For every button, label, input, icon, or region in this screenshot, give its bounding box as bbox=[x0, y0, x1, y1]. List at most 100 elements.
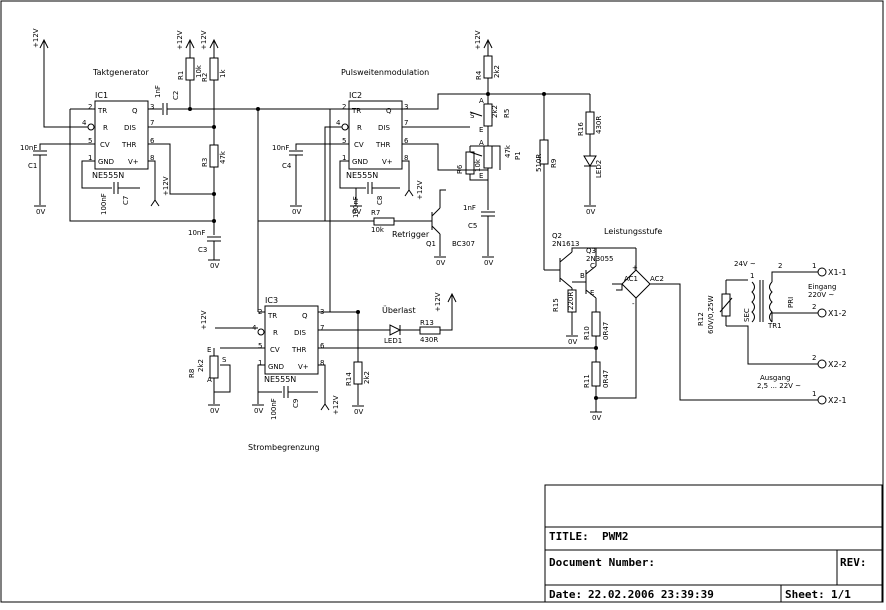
date-label: Date: bbox=[549, 588, 582, 601]
ground-symbols: 0V 0V 0V 0V 0V 0V 0V 0V 0V 0V 0V 0V bbox=[34, 205, 602, 422]
svg-text:Q1: Q1 bbox=[426, 240, 436, 248]
svg-text:Q3: Q3 bbox=[586, 247, 596, 255]
svg-text:1: 1 bbox=[88, 154, 92, 162]
svg-text:0V: 0V bbox=[592, 414, 601, 422]
svg-text:6: 6 bbox=[150, 137, 155, 145]
ic2: IC2 NE555N TR R CV GND Q DIS THR V+ 2 4 … bbox=[336, 91, 409, 180]
svg-text:C4: C4 bbox=[282, 162, 292, 170]
svg-text:7: 7 bbox=[150, 119, 154, 127]
svg-text:C9: C9 bbox=[292, 399, 300, 408]
ic1: IC1 NE555N TR R CV GND Q DIS THR V+ 2 4 … bbox=[82, 91, 155, 180]
svg-text:1: 1 bbox=[342, 154, 346, 162]
svg-text:E: E bbox=[479, 126, 483, 134]
svg-text:2N1613: 2N1613 bbox=[552, 240, 580, 248]
svg-text:P1: P1 bbox=[514, 151, 522, 160]
svg-text:220R: 220R bbox=[567, 292, 575, 310]
svg-text:+12V: +12V bbox=[434, 292, 442, 312]
svg-text:0V: 0V bbox=[352, 208, 361, 216]
svg-text:C2: C2 bbox=[172, 91, 180, 100]
section-label-current-limit: Strombegrenzung bbox=[248, 443, 320, 452]
svg-text:2k2: 2k2 bbox=[363, 371, 371, 384]
svg-text:R8: R8 bbox=[188, 369, 196, 378]
svg-text:2k2: 2k2 bbox=[197, 359, 205, 372]
svg-text:2: 2 bbox=[778, 262, 782, 270]
svg-text:1: 1 bbox=[812, 262, 816, 270]
svg-text:TR: TR bbox=[351, 107, 361, 115]
date-value: 22.02.2006 23:39:39 bbox=[588, 588, 714, 601]
svg-text:GND: GND bbox=[268, 363, 284, 371]
svg-text:Q: Q bbox=[132, 107, 138, 115]
svg-text:R11: R11 bbox=[583, 374, 591, 388]
svg-text:430R: 430R bbox=[420, 336, 438, 344]
connector-x1-1: X1-1 bbox=[828, 268, 847, 277]
svg-text:+12V: +12V bbox=[32, 28, 40, 48]
svg-text:C7: C7 bbox=[122, 196, 130, 205]
connector-x1-2: X1-2 bbox=[828, 309, 847, 318]
section-label-pwm: Pulsweitenmodulation bbox=[341, 68, 429, 77]
svg-text:47k: 47k bbox=[219, 150, 227, 164]
svg-text:C5: C5 bbox=[468, 222, 477, 230]
svg-text:V+: V+ bbox=[298, 363, 309, 371]
svg-text:2,5 ... 22V ~: 2,5 ... 22V ~ bbox=[757, 382, 801, 390]
ic3-ref: IC3 bbox=[265, 296, 278, 305]
svg-text:V+: V+ bbox=[382, 158, 393, 166]
svg-text:10k: 10k bbox=[474, 158, 482, 172]
svg-text:LED2: LED2 bbox=[595, 160, 603, 178]
svg-text:THR: THR bbox=[375, 141, 391, 149]
svg-text:Ausgang: Ausgang bbox=[760, 374, 791, 382]
svg-text:C1: C1 bbox=[28, 162, 37, 170]
svg-text:0V: 0V bbox=[586, 208, 595, 216]
svg-text:R5: R5 bbox=[503, 109, 511, 118]
svg-text:THR: THR bbox=[291, 346, 307, 354]
svg-text:5: 5 bbox=[88, 137, 92, 145]
svg-text:+12V: +12V bbox=[176, 30, 184, 50]
ic3: IC3 NE555N TR R CV GND Q DIS THR V+ 2 4 … bbox=[252, 296, 325, 384]
ic1-type: NE555N bbox=[92, 171, 124, 180]
ic3-type: NE555N bbox=[264, 375, 296, 384]
svg-text:E: E bbox=[207, 346, 211, 354]
svg-text:100nF: 100nF bbox=[270, 398, 278, 420]
svg-text:2: 2 bbox=[812, 303, 816, 311]
svg-text:5: 5 bbox=[258, 342, 262, 350]
ic1-wiring: 10nF C1 100nF C7 1nF C2 R1 10k R2 1k bbox=[20, 50, 438, 260]
svg-text:6: 6 bbox=[404, 137, 409, 145]
svg-text:R: R bbox=[103, 124, 108, 132]
svg-text:2k2: 2k2 bbox=[491, 105, 499, 118]
svg-text:47k: 47k bbox=[504, 144, 512, 158]
svg-text:TR: TR bbox=[267, 312, 277, 320]
driver-network: 510R R9 R16 430R LED2 bbox=[488, 92, 603, 270]
svg-text:+12V: +12V bbox=[200, 30, 208, 50]
svg-text:0V: 0V bbox=[36, 208, 45, 216]
svg-text:0V: 0V bbox=[292, 208, 301, 216]
svg-text:0V: 0V bbox=[254, 407, 263, 415]
svg-text:1nF: 1nF bbox=[154, 85, 162, 98]
svg-text:0V: 0V bbox=[568, 338, 577, 346]
svg-text:10k: 10k bbox=[195, 64, 203, 78]
svg-text:1: 1 bbox=[812, 390, 816, 398]
svg-text:TR: TR bbox=[97, 107, 107, 115]
svg-text:0R47: 0R47 bbox=[602, 370, 610, 388]
svg-text:1k: 1k bbox=[219, 69, 227, 78]
svg-text:1nF: 1nF bbox=[463, 204, 476, 212]
svg-text:A: A bbox=[479, 97, 484, 105]
svg-text:7: 7 bbox=[320, 324, 324, 332]
svg-text:0V: 0V bbox=[210, 407, 219, 415]
section-label-retrigger: Retrigger bbox=[392, 230, 430, 239]
document-number-label: Document Number: bbox=[549, 556, 655, 569]
ic3-wiring: R14 2k2 LED1 R13 430R R8 2k2 E S A 100nF bbox=[188, 221, 596, 420]
svg-text:R3: R3 bbox=[201, 158, 209, 167]
power-stage: Q2 2N1613 Q3 2N3055 R15 220R B C E R10 0… bbox=[544, 232, 818, 412]
svg-text:0V: 0V bbox=[484, 259, 493, 267]
svg-text:R2: R2 bbox=[201, 73, 209, 82]
ic2-ref: IC2 bbox=[349, 91, 362, 100]
svg-text:Eingang: Eingang bbox=[808, 283, 836, 291]
svg-text:7: 7 bbox=[404, 119, 408, 127]
svg-text:+12V: +12V bbox=[416, 180, 424, 200]
svg-text:4: 4 bbox=[82, 119, 87, 127]
svg-text:C3: C3 bbox=[198, 246, 207, 254]
svg-text:100nF: 100nF bbox=[352, 196, 360, 218]
svg-text:R7: R7 bbox=[371, 209, 380, 217]
svg-text:E: E bbox=[479, 172, 483, 180]
